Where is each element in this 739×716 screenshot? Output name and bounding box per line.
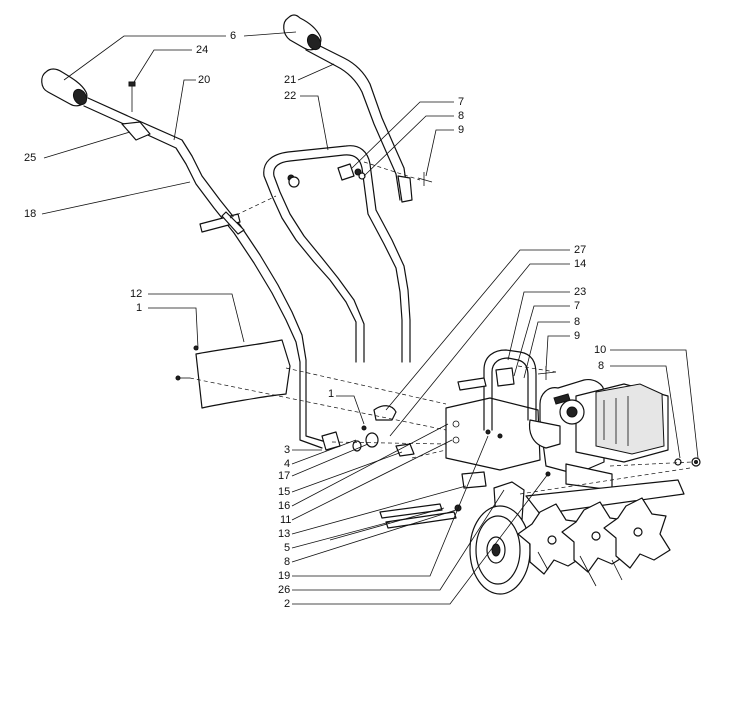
callout-3: 3 <box>284 444 291 456</box>
callout-4: 4 <box>284 458 291 470</box>
callout-2: 2 <box>284 598 291 610</box>
tiller-tines <box>517 479 685 587</box>
callout-8-lower: 8 <box>284 556 291 568</box>
right-grip <box>283 14 322 51</box>
callout-20: 20 <box>198 74 211 86</box>
front-handle-loop <box>457 349 557 431</box>
callout-16: 16 <box>278 500 291 512</box>
callout-24: 24 <box>196 44 209 56</box>
callout-leader-lines <box>41 31 699 605</box>
callout-27: 27 <box>574 244 587 256</box>
left-handle-bar <box>83 97 327 449</box>
assembly-dash-lines <box>189 161 693 495</box>
callout-23: 23 <box>574 286 587 298</box>
callout-8-far-right: 8 <box>598 360 605 372</box>
callout-18: 18 <box>24 208 37 220</box>
callout-9-top: 9 <box>458 124 465 136</box>
callout-26: 26 <box>278 584 291 596</box>
axle-rod <box>379 503 462 529</box>
left-bracket <box>121 81 151 141</box>
left-grip <box>41 68 88 107</box>
tine-end-hardware <box>674 457 701 467</box>
pivot-hardware <box>321 405 415 457</box>
transport-wheel <box>469 505 531 595</box>
callout-12: 12 <box>130 288 143 300</box>
callout-7-top: 7 <box>458 96 465 108</box>
rear-shield <box>175 339 291 409</box>
callout-6: 6 <box>230 30 237 42</box>
callout-21: 21 <box>284 74 297 86</box>
callout-5: 5 <box>284 542 291 554</box>
callout-8-right: 8 <box>574 316 581 328</box>
callout-11: 11 <box>280 514 292 526</box>
middle-handle-frame <box>263 145 411 363</box>
callout-17: 17 <box>278 470 291 482</box>
handle-clamp-top <box>337 163 433 186</box>
callout-15: 15 <box>278 486 291 498</box>
callout-13: 13 <box>278 528 291 540</box>
callout-22: 22 <box>284 90 297 102</box>
callout-8-top: 8 <box>458 110 465 122</box>
callout-10: 10 <box>594 344 607 356</box>
callout-9-right: 9 <box>574 330 581 342</box>
callout-7-right: 7 <box>574 300 581 312</box>
left-handle-bolt <box>199 211 245 235</box>
callout-19: 19 <box>278 570 291 582</box>
callout-1-left: 1 <box>136 302 143 314</box>
callout-1-middle: 1 <box>328 388 335 400</box>
main-frame <box>445 397 551 477</box>
engine <box>528 379 669 491</box>
callout-25: 25 <box>24 152 37 164</box>
callout-14: 14 <box>574 258 587 270</box>
right-handle-bar <box>305 41 413 203</box>
